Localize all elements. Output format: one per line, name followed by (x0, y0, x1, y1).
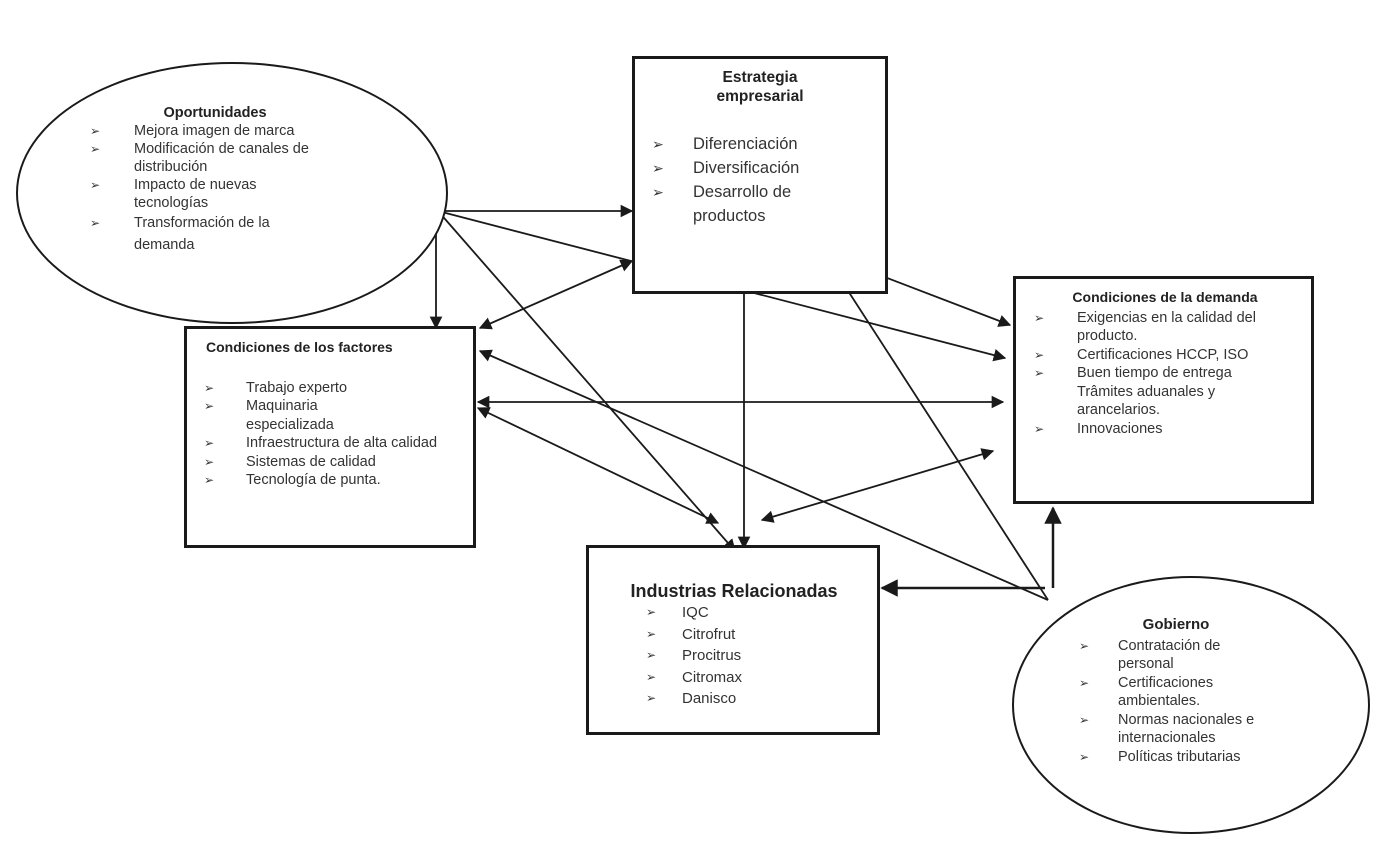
bullet-list: ➢Diferenciación ➢Diversificación ➢Desarr… (640, 132, 880, 228)
bullet-arrow-icon: ➢ (1079, 712, 1090, 727)
node-oportunidades-content: Oportunidades ➢Mejora imagen de marca ➢M… (90, 104, 380, 256)
node-title-line1: Estrategia (722, 69, 798, 86)
arrow-industrias-to-demanda (760, 448, 995, 523)
bullet-list: ➢Exigencias en la calidad del producto. … (1020, 309, 1310, 439)
bullet-arrow-icon: ➢ (1079, 749, 1090, 764)
node-gobierno-content: Gobierno ➢Contratación de personal ➢Cert… (1076, 616, 1316, 766)
list-item: ➢Certificaciones HCCP, ISO (1034, 346, 1249, 363)
list-item: ➢Sistemas de calidad (204, 453, 376, 470)
node-title: Condiciones de la demanda (1072, 289, 1258, 305)
node-title-line2: empresarial (716, 88, 804, 105)
arrow-gobierno-to-estrategia (829, 261, 1049, 601)
list-item: ➢Procitrus (594, 645, 874, 667)
list-item: ➢Citromax (594, 667, 874, 689)
list-item: ➢Trabajo experto (204, 379, 348, 396)
list-item: ➢Impacto de nuevas tecnologías (90, 177, 257, 211)
bullet-arrow-icon: ➢ (652, 136, 664, 152)
node-condiciones-factores-content: Condiciones de los factores ➢Trabajo exp… (196, 338, 466, 490)
list-item: ➢Innovaciones (1034, 420, 1163, 437)
bullet-arrow-icon: ➢ (90, 178, 101, 192)
bullet-arrow-icon: ➢ (652, 184, 664, 200)
node-oportunidades (16, 62, 448, 324)
bullet-arrow-icon: ➢ (646, 648, 657, 662)
list-item: ➢Maquinaria especializada (204, 398, 334, 433)
bullet-list: ➢Mejora imagen de marca ➢Modificación de… (90, 122, 360, 256)
node-condiciones-factores (184, 326, 476, 548)
list-item: ➢Contratación de personal (1079, 637, 1221, 673)
arrow-gobierno-to-factores (478, 349, 1049, 601)
node-title: Condiciones de los factores (206, 339, 393, 355)
bullet-list: ➢IQC ➢Citrofrut ➢Procitrus ➢Citromax ➢Da… (594, 602, 874, 710)
bullet-arrow-icon: ➢ (204, 380, 215, 395)
bullet-list: ➢Contratación de personal ➢Certificacion… (1076, 637, 1316, 767)
node-title: Oportunidades (163, 105, 267, 121)
list-item: ➢Tecnología de punta. (204, 472, 381, 488)
bullet-arrow-icon: ➢ (204, 436, 215, 450)
bullet-arrow-icon: ➢ (1034, 310, 1045, 325)
bullet-arrow-icon: ➢ (204, 399, 215, 413)
node-industrias-relacionadas-content: Industrias Relacionadas ➢IQC ➢Citrofrut … (594, 580, 874, 710)
bullet-arrow-icon: ➢ (652, 160, 664, 176)
bullet-arrow-icon: ➢ (204, 473, 215, 487)
bullet-arrow-icon: ➢ (204, 454, 215, 469)
list-item: ➢Citrofrut (594, 624, 874, 646)
list-item: ➢Transformación de la demanda (90, 212, 304, 256)
node-gobierno (1012, 576, 1370, 834)
node-estrategia (632, 56, 888, 294)
bullet-arrow-icon: ➢ (90, 216, 101, 230)
bullet-list: ➢Trabajo experto ➢Maquinaria especializa… (196, 379, 466, 490)
bullet-arrow-icon: ➢ (1034, 347, 1045, 362)
bullet-arrow-icon: ➢ (646, 691, 657, 705)
node-estrategia-content: Estrategia empresarial ➢Diferenciación ➢… (640, 68, 880, 228)
bullet-arrow-icon: ➢ (646, 605, 657, 619)
bullet-arrow-icon: ➢ (1079, 638, 1090, 653)
node-condiciones-demanda-content: Condiciones de la demanda ➢Exigencias en… (1020, 288, 1310, 438)
list-item: ➢Exigencias en la calidad del producto. (1034, 309, 1256, 345)
list-item: ➢Modificación de canales de distribución (90, 141, 309, 175)
list-item: ➢Certificaciones ambientales. (1079, 674, 1214, 710)
list-item: ➢Diferenciación (640, 132, 880, 156)
bullet-arrow-icon: ➢ (646, 669, 657, 684)
list-item: ➢Danisco (594, 688, 874, 710)
list-item: ➢Normas nacionales e internacionales (1079, 711, 1255, 747)
bullet-arrow-icon: ➢ (1034, 421, 1045, 436)
list-item: ➢Políticas tributarias (1079, 748, 1241, 765)
bullet-arrow-icon: ➢ (646, 626, 657, 641)
node-condiciones-demanda (1013, 276, 1314, 504)
list-item: ➢Infraestructura de alta calidad (204, 435, 438, 451)
node-title: Industrias Relacionadas (630, 581, 838, 601)
arrow-factores-to-estrategia (478, 259, 634, 330)
arrow-factores-to-industrias (476, 407, 720, 524)
node-title: Gobierno (1142, 616, 1210, 633)
bullet-arrow-icon: ➢ (90, 142, 101, 156)
list-item: ➢Desarrollo de productos (640, 180, 823, 228)
bullet-arrow-icon: ➢ (1079, 675, 1090, 690)
list-item: ➢Diversificación (640, 156, 880, 180)
bullet-arrow-icon: ➢ (90, 124, 101, 138)
list-item: ➢IQC (594, 602, 874, 624)
list-item: ➢Mejora imagen de marca (90, 123, 295, 139)
list-item: ➢Buen tiempo de entrega Trâmites aduanal… (1034, 365, 1232, 418)
node-industrias-relacionadas (586, 545, 880, 735)
bullet-arrow-icon: ➢ (1034, 366, 1045, 380)
